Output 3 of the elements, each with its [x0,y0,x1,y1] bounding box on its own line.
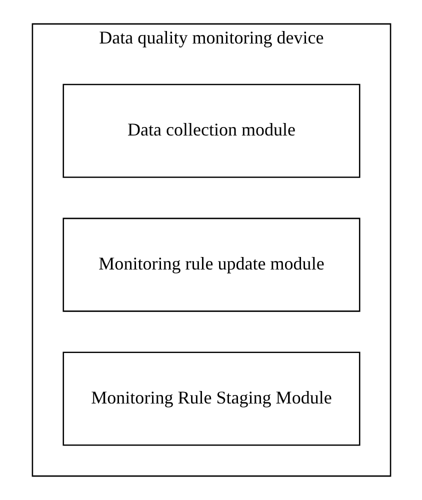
node-box: Monitoring Rule Staging Module [62,352,360,446]
node-box: Monitoring rule update module [62,218,360,312]
node-box: Data collection module [62,84,360,178]
